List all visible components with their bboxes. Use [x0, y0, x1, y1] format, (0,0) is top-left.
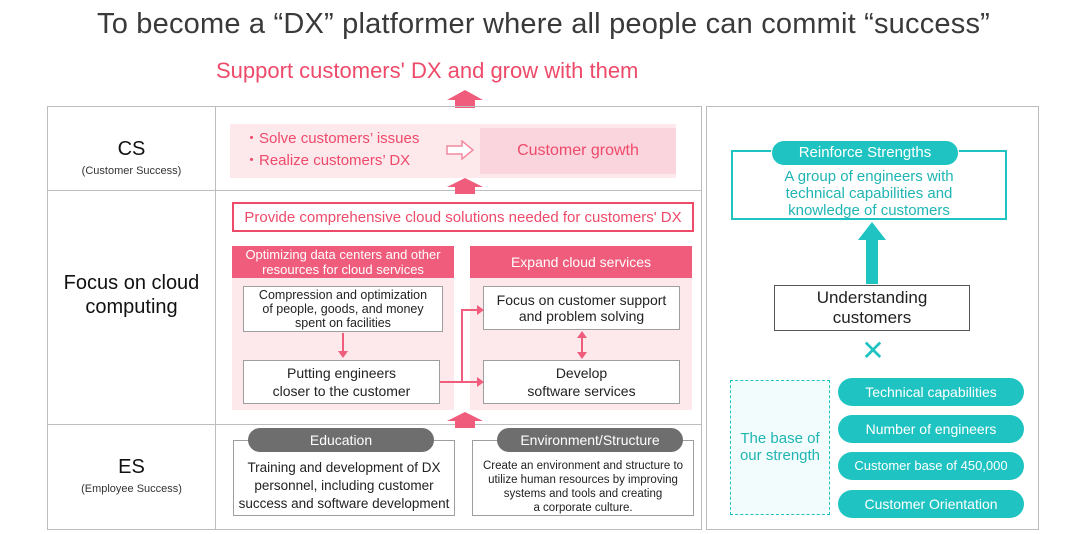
header-line: Optimizing data centers and other [245, 247, 441, 262]
connector-arrows [440, 305, 484, 387]
strengths-frame [706, 106, 1039, 530]
text-line: customers [832, 308, 912, 327]
es-label: ES [118, 456, 145, 478]
text-line: knowledge of customers [788, 202, 950, 219]
focus-label-line: Focus on cloud [63, 272, 200, 294]
up-arrow-icon [858, 222, 886, 284]
box-line: and problem solving [518, 308, 645, 324]
left-panel-header: Optimizing data centers and other resour… [232, 246, 454, 278]
arrow-right-icon [446, 140, 474, 160]
text-line: Understanding [816, 288, 928, 307]
strategy-frame [47, 106, 702, 530]
strength-pill: Customer base of 450,000 [838, 452, 1024, 480]
column-divider [215, 106, 216, 530]
box-line: of people, goods, and money [262, 302, 424, 316]
compression-box: Compression and optimization of people, … [243, 286, 443, 332]
up-arrow-icon [447, 178, 483, 194]
cs-row-label: CS (Customer Success) [48, 138, 215, 177]
box-line: Compression and optimization [258, 288, 428, 302]
text-line: systems and tools and creating [503, 488, 663, 500]
box-line: closer to the customer [272, 383, 411, 399]
cloud-solutions-banner: Provide comprehensive cloud solutions ne… [232, 202, 694, 232]
row-divider [47, 424, 702, 425]
text-line: Create an environment and structure to [482, 460, 684, 472]
understanding-box: Understanding customers [774, 285, 970, 331]
environment-text: Create an environment and structure to u… [472, 459, 694, 515]
text-line: Training and development of DX [247, 460, 441, 475]
text-line: utilize human resources by improving [488, 474, 678, 486]
reinforce-text: A group of engineers with technical capa… [731, 168, 1007, 219]
up-arrow-icon [447, 90, 483, 108]
box-line: Putting engineers [287, 365, 396, 381]
box-line: software services [527, 383, 636, 399]
cs-bullet: ・Realize customers’ DX [244, 152, 411, 169]
text-line: personnel, including customer [254, 478, 434, 493]
cs-label: CS [117, 138, 146, 160]
page-subtitle: Support customers' DX and grow with them [216, 58, 639, 83]
page-title: To become a “DX” platformer where all pe… [97, 8, 990, 40]
engineers-box: Putting engineers closer to the customer [243, 360, 440, 404]
cs-sublabel: (Customer Success) [81, 165, 182, 177]
education-pill: Education [248, 428, 434, 452]
es-row-label: ES (Employee Success) [48, 456, 215, 495]
right-panel-header: Expand cloud services [470, 246, 692, 278]
double-arrow-icon [577, 331, 587, 359]
header-line: resources for cloud services [262, 262, 424, 277]
text-line: The base of [740, 430, 820, 447]
text-line: our strength [739, 447, 821, 464]
times-icon: ✕ [861, 335, 885, 366]
customer-support-box: Focus on customer support and problem so… [483, 286, 680, 330]
focus-row-label: Focus on cloud computing [48, 271, 215, 319]
up-arrow-icon [447, 412, 483, 428]
reinforce-pill: Reinforce Strengths [771, 140, 959, 166]
environment-pill: Environment/Structure [497, 428, 683, 452]
cs-bullets: ・Solve customers’ issues ・Realize custom… [244, 128, 419, 172]
strength-pill: Technical capabilities [838, 378, 1024, 406]
text-line: a corporate culture. [533, 502, 633, 514]
base-label: The base of our strength [730, 430, 830, 464]
strength-pill: Number of engineers [838, 415, 1024, 443]
box-line: spent on facilities [295, 316, 391, 330]
row-divider [47, 190, 702, 191]
box-line: Develop [555, 365, 608, 381]
strength-pill: Customer Orientation [838, 490, 1024, 518]
focus-label-line: computing [85, 296, 178, 318]
text-line: success and software development [238, 496, 450, 511]
text-line: A group of engineers with [784, 168, 954, 185]
box-line: Focus on customer support [496, 292, 667, 308]
es-sublabel: (Employee Success) [81, 483, 182, 495]
education-text: Training and development of DX personnel… [233, 459, 455, 513]
software-services-box: Develop software services [483, 360, 680, 404]
customer-growth-box: Customer growth [480, 128, 676, 174]
cs-bullet: ・Solve customers’ issues [244, 130, 420, 147]
arrow-down-icon [338, 333, 348, 358]
base-box [730, 380, 830, 515]
text-line: technical capabilities and [785, 185, 953, 202]
